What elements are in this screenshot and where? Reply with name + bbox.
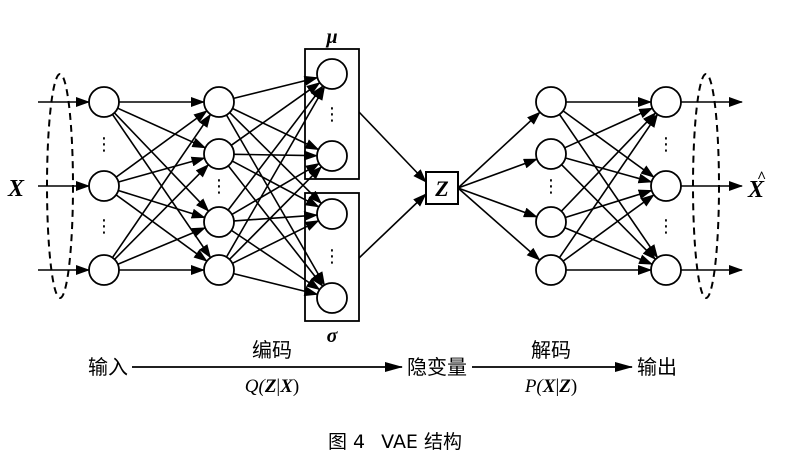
encode-label: 编码: [252, 338, 292, 362]
d1-out-edge-2-1: [565, 189, 653, 219]
sigma-to-z-edge: [358, 193, 427, 259]
h1-musig-edge-2-3: [231, 229, 321, 291]
decode-formula-x: X: [542, 376, 557, 397]
network-connections: [38, 75, 743, 297]
h1-node-0: [203, 86, 235, 118]
vertical-ellipsis-2: ⋮: [210, 176, 228, 197]
d1-node-1: [535, 138, 567, 170]
mu-to-z-edge: [358, 111, 427, 183]
d1-out-edge-3-1: [562, 194, 655, 262]
z-d1-edge-1: [457, 158, 538, 189]
in-h1-edge-1-2: [118, 189, 206, 219]
in-node-1: [88, 170, 120, 202]
mu-label: μ: [325, 26, 337, 48]
sigma-box: [304, 192, 360, 322]
h1-musig-edge-3-1: [228, 165, 323, 260]
in-node-0: [88, 86, 120, 118]
figure-number: 图 4: [328, 431, 365, 453]
d1-out-edge-1-1: [565, 157, 653, 184]
z-d1-edge-3: [457, 187, 541, 261]
d1-node-0: [535, 86, 567, 118]
d1-out-edge-2-2: [564, 227, 654, 265]
figure-caption: 图 4 VAE 结构: [328, 431, 462, 453]
output-x-hat-label: X: [747, 177, 765, 203]
vertical-ellipsis-0: ⋮: [95, 134, 113, 155]
d1-out-edge-1-0: [564, 107, 654, 149]
in-h1-edge-1-0: [115, 110, 208, 178]
d1-node-3: [535, 254, 567, 286]
output-dashed-ellipse: [692, 73, 720, 299]
vertical-ellipsis-7: ⋮: [657, 216, 675, 237]
out-node-0: [650, 86, 682, 118]
h1-node-2: [203, 206, 235, 238]
latent-z-label: Z: [434, 176, 448, 201]
latent-z-box: [425, 171, 459, 205]
decode-formula-close: ): [571, 376, 577, 397]
h1-musig-edge-1-1: [233, 150, 319, 161]
d1-out-edge-0-1: [562, 110, 655, 178]
output-hat-mark: ^: [757, 169, 766, 186]
h1-musig-edge-0-3: [225, 114, 326, 286]
mu-node-1: [316, 140, 348, 172]
in-h1-edge-1-3: [115, 194, 208, 262]
encode-formula-close: ): [293, 376, 299, 397]
encode-formula-z: Z: [264, 376, 277, 397]
flow-latent-label: 隐变量: [407, 355, 467, 379]
h1-node-1: [203, 138, 235, 170]
vertical-ellipsis-5: ⋮: [542, 176, 560, 197]
h1-musig-edge-0-0: [233, 75, 319, 100]
mu-node-0: [316, 58, 348, 90]
input-dashed-ellipse: [46, 73, 74, 299]
in-h1-edge-0-2: [113, 112, 210, 212]
d1-out-edge-3-0: [558, 113, 659, 259]
input-x-label: X: [7, 176, 25, 202]
in-h1-edge-1-1: [118, 156, 206, 183]
decode-formula-bar: |: [555, 376, 559, 397]
d1-out-edge-2-0: [560, 112, 657, 212]
in-h1-edge-2-2: [117, 227, 207, 265]
decode-formula: P(X|Z): [524, 376, 577, 397]
encode-formula: Q(Z|X): [245, 376, 300, 397]
h1-musig-edge-0-2: [229, 111, 323, 205]
h1-musig-edge-3-0: [225, 86, 326, 258]
sig-node-0: [316, 198, 348, 230]
vertical-ellipses: ⋮ ⋮ ⋮ ⋮ ⋮ ⋮ ⋮ ⋮: [95, 104, 675, 267]
encode-formula-bar: |: [276, 376, 280, 397]
h1-musig-edge-3-3: [233, 272, 319, 297]
decode-formula-z: Z: [558, 376, 571, 397]
flow-input-label: 输入: [88, 355, 128, 379]
vertical-ellipsis-1: ⋮: [95, 216, 113, 237]
vertical-ellipsis-6: ⋮: [657, 134, 675, 155]
sig-node-1: [316, 282, 348, 314]
out-node-1: [650, 170, 682, 202]
decode-label: 解码: [531, 338, 571, 362]
h1-musig-edge-1-3: [227, 165, 324, 287]
figure-caption-text: VAE 结构: [381, 431, 462, 453]
in-h1-edge-0-1: [117, 107, 207, 149]
sigma-label: σ: [327, 325, 339, 347]
in-h1-edge-2-0: [111, 113, 212, 259]
vertical-ellipsis-3: ⋮: [323, 104, 341, 125]
out-node-2: [650, 254, 682, 286]
z-d1-edge-2: [457, 187, 538, 218]
in-node-2: [88, 254, 120, 286]
mu-box: [304, 48, 360, 180]
in-h1-edge-2-1: [113, 163, 210, 260]
h1-musig-edge-2-0: [227, 85, 324, 211]
flow-output-label: 输出: [637, 355, 677, 379]
encode-formula-x: X: [279, 376, 294, 397]
network-nodes: [88, 58, 682, 314]
vertical-ellipsis-4: ⋮: [323, 246, 341, 267]
d1-out-edge-1-2: [560, 164, 657, 261]
decode-formula-p: P(: [524, 376, 545, 397]
z-d1-edge-0: [457, 111, 541, 189]
encode-formula-q: Q(: [245, 376, 267, 397]
h1-node-3: [203, 254, 235, 286]
d1-node-2: [535, 206, 567, 238]
